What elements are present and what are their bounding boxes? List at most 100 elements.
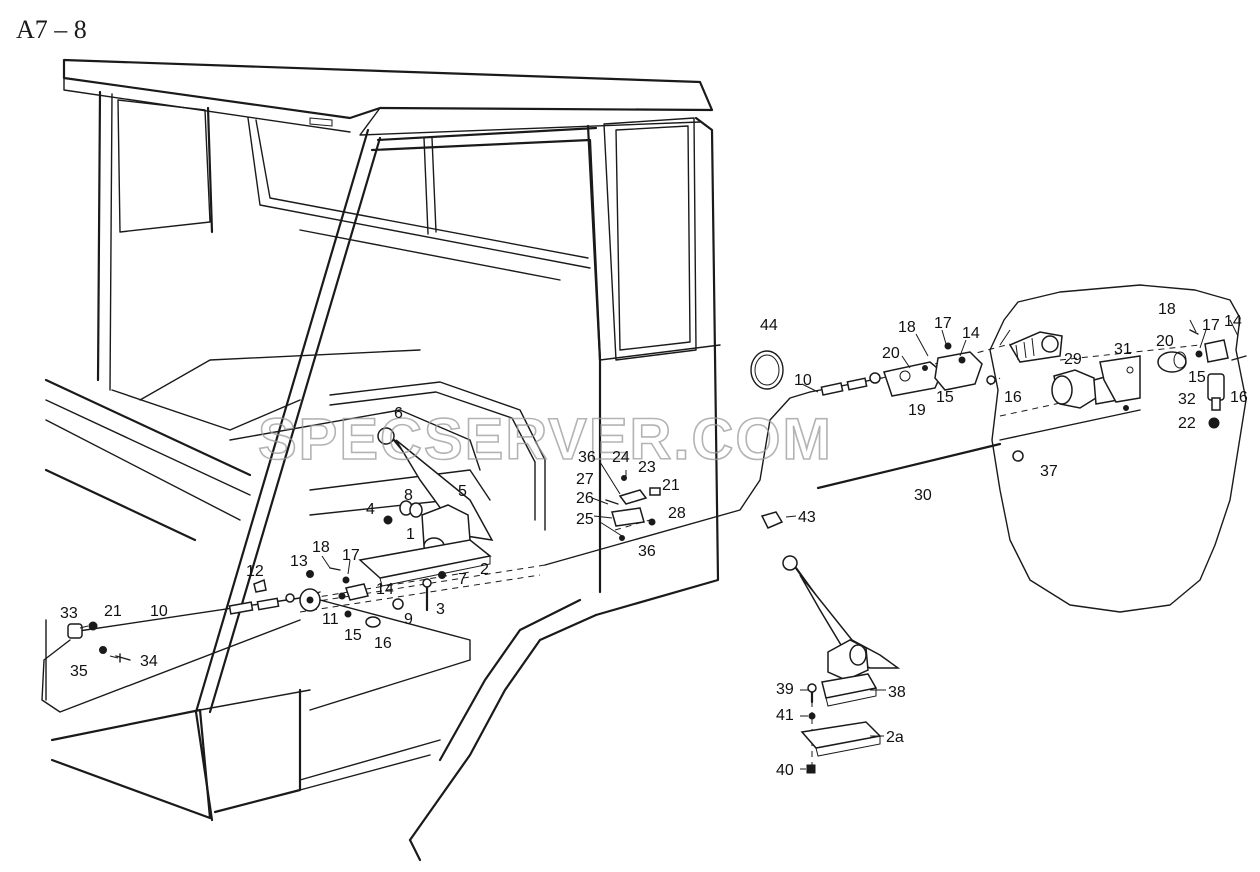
part-29-shift-housing bbox=[1051, 369, 1119, 409]
callout-20-a: 20 bbox=[882, 345, 900, 362]
callout-35: 35 bbox=[70, 663, 88, 680]
part-13-nut bbox=[306, 570, 314, 578]
part-21a-nut bbox=[649, 487, 661, 496]
callout-12: 12 bbox=[246, 563, 264, 580]
callout-7: 7 bbox=[458, 571, 467, 588]
page-label: A7 – 8 bbox=[16, 15, 87, 44]
callout-32: 32 bbox=[1178, 391, 1196, 408]
part-14c-lever bbox=[338, 583, 369, 601]
part-44-clamp-ring bbox=[750, 350, 784, 390]
part-40-nut bbox=[806, 764, 816, 774]
callout-40: 40 bbox=[776, 762, 794, 779]
callout-5: 5 bbox=[458, 483, 467, 500]
callout-14-a: 14 bbox=[962, 325, 980, 342]
part-26-spring bbox=[605, 499, 619, 505]
callout-39: 39 bbox=[776, 681, 794, 698]
part-3-bolt-head bbox=[422, 578, 432, 588]
callout-20-b: 20 bbox=[1156, 333, 1174, 350]
part-32-pivot-block bbox=[1207, 373, 1225, 411]
callout-21-a: 21 bbox=[662, 477, 680, 494]
callout-17-c: 17 bbox=[342, 547, 360, 564]
callout-15-b: 15 bbox=[1188, 369, 1206, 386]
part-alt-lever-assembly bbox=[782, 555, 901, 681]
callout-1: 1 bbox=[406, 526, 415, 543]
part-8-bushings bbox=[399, 500, 423, 518]
callout-15-c: 15 bbox=[344, 627, 362, 644]
part-21b-nut bbox=[88, 621, 98, 631]
part-shift-boot-cylinder bbox=[1008, 331, 1063, 363]
callout-16-b: 16 bbox=[1230, 389, 1248, 406]
callout-38: 38 bbox=[888, 684, 906, 701]
part-33-clamp bbox=[67, 623, 83, 639]
callout-19: 19 bbox=[908, 402, 926, 419]
part-17a-nut bbox=[944, 342, 952, 350]
callout-17-a: 17 bbox=[934, 315, 952, 332]
part-small-nut bbox=[1123, 405, 1129, 411]
callout-44: 44 bbox=[760, 317, 778, 334]
part-25-bracket bbox=[611, 507, 645, 527]
callout-31: 31 bbox=[1114, 341, 1132, 358]
part-34-screw bbox=[115, 653, 131, 663]
callout-16-a: 16 bbox=[1004, 389, 1022, 406]
part-19-bracket bbox=[883, 361, 943, 397]
part-38-mount bbox=[821, 673, 878, 707]
callout-33: 33 bbox=[60, 605, 78, 622]
part-28-nut bbox=[648, 518, 656, 526]
part-41-washer bbox=[808, 712, 816, 720]
callout-2a: 2a bbox=[886, 729, 904, 746]
part-16c-bushing bbox=[365, 616, 381, 628]
cab-body-outline bbox=[44, 58, 721, 862]
callout-15-a: 15 bbox=[936, 389, 954, 406]
callout-3: 3 bbox=[436, 601, 445, 618]
callout-18-c: 18 bbox=[312, 539, 330, 556]
callout-37: 37 bbox=[1040, 463, 1058, 480]
gearbox-housing-outline bbox=[989, 284, 1247, 613]
callout-22: 22 bbox=[1178, 415, 1196, 432]
callout-43: 43 bbox=[798, 509, 816, 526]
part-2a-base-plate bbox=[800, 721, 882, 757]
leader-lines bbox=[79, 319, 1207, 770]
part-36b-nut bbox=[619, 535, 625, 541]
callout-25: 25 bbox=[576, 511, 594, 528]
callout-18-b: 18 bbox=[1158, 301, 1176, 318]
part-12-clip bbox=[253, 578, 267, 593]
part-23-clip bbox=[618, 489, 648, 505]
part-35-nut bbox=[99, 646, 107, 654]
callout-27: 27 bbox=[576, 471, 594, 488]
callout-10-upper: 10 bbox=[794, 372, 812, 389]
part-14b-lever bbox=[1195, 339, 1229, 363]
callout-16-c: 16 bbox=[374, 635, 392, 652]
part-7-nut bbox=[438, 571, 446, 579]
callout-6: 6 bbox=[394, 405, 403, 422]
callout-24: 24 bbox=[612, 449, 630, 466]
callout-10-lower: 10 bbox=[150, 603, 168, 620]
callout-2: 2 bbox=[480, 561, 489, 578]
callout-21-b: 21 bbox=[104, 603, 122, 620]
part-9-washer bbox=[392, 598, 404, 610]
callout-labels: 44 10 18 17 14 20 19 15 16 29 31 18 17 1… bbox=[60, 301, 1248, 779]
part-16a-washer bbox=[986, 375, 996, 385]
callout-4: 4 bbox=[366, 501, 375, 518]
part-16b-bolt bbox=[1231, 355, 1247, 361]
part-31-mounting-plate bbox=[1099, 355, 1141, 403]
callout-26: 26 bbox=[576, 490, 594, 507]
part-4-nut bbox=[383, 515, 393, 525]
callout-14-c: 14 bbox=[376, 581, 394, 598]
callout-9: 9 bbox=[404, 611, 413, 628]
callout-34: 34 bbox=[140, 653, 158, 670]
callout-30: 30 bbox=[914, 487, 932, 504]
callout-14-b: 14 bbox=[1224, 313, 1242, 330]
callout-23: 23 bbox=[638, 459, 656, 476]
part-2-base-plate bbox=[358, 539, 492, 587]
part-20b-bushing bbox=[1157, 351, 1187, 373]
callout-17-b: 17 bbox=[1202, 317, 1220, 334]
watermark: SPECSERVER.COM bbox=[258, 407, 833, 472]
part-cable-end-fittings bbox=[820, 372, 881, 396]
part-cable-10-fittings bbox=[228, 593, 295, 615]
part-15c-nut bbox=[344, 610, 352, 618]
part-22-nut bbox=[1208, 417, 1220, 429]
callout-28: 28 bbox=[668, 505, 686, 522]
part-39-bolt-head bbox=[807, 683, 817, 693]
callout-13: 13 bbox=[290, 553, 308, 570]
